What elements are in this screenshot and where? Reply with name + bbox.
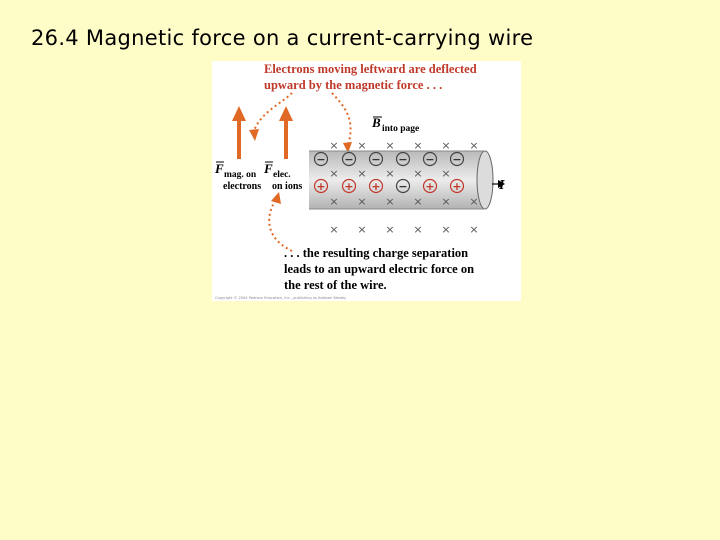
electrons: − − − − − − −	[313, 151, 465, 194]
electron-circle	[313, 151, 329, 167]
wire-end-cap	[476, 150, 494, 210]
field-x-marker: ×	[357, 167, 366, 180]
electron-sign: −	[425, 153, 434, 166]
field-x-marker: ×	[441, 195, 450, 208]
electron-sign: −	[398, 180, 407, 193]
ion-circle	[449, 178, 465, 194]
field-markers: × × × × × × × × × × × × × × × × × × × × × × ×	[329, 139, 478, 236]
f-elec-line2: on ions	[272, 181, 302, 192]
b-field-symbol: B	[371, 115, 381, 130]
f-elec-symbol: F	[263, 161, 273, 176]
field-x-marker: ×	[413, 167, 422, 180]
field-x-marker: ×	[385, 139, 394, 152]
electron-sign: −	[452, 153, 461, 166]
f-mag-arrowhead	[232, 106, 246, 121]
field-x-marker: ×	[413, 139, 422, 152]
ion-circle	[422, 178, 438, 194]
electron-circle	[449, 151, 465, 167]
field-x-marker: ×	[329, 223, 338, 236]
ion-circle	[341, 178, 357, 194]
ion-sign: +	[316, 180, 325, 193]
field-x-marker: ×	[413, 223, 422, 236]
f-mag-line2: electrons	[223, 181, 261, 192]
bottom-caption-line-2: leads to an upward electric force on	[284, 262, 474, 276]
bottom-caption-line-3: the rest of the wire.	[284, 278, 387, 292]
field-x-marker: ×	[357, 139, 366, 152]
field-x-marker: ×	[469, 195, 478, 208]
field-x-marker: ×	[329, 195, 338, 208]
field-x-marker: ×	[385, 195, 394, 208]
field-x-marker: ×	[385, 223, 394, 236]
caption-arrowhead-2	[343, 142, 352, 153]
bottom-caption-arrowhead	[271, 192, 281, 204]
bottom-caption-line-1: . . . the resulting charge separation	[284, 246, 468, 260]
field-x-marker: ×	[357, 223, 366, 236]
f-elec-subscript: elec.	[273, 170, 291, 180]
field-x-marker: ×	[385, 167, 394, 180]
wire-force-diagram: Electrons moving leftward are deflected …	[212, 61, 521, 301]
b-field-subscript: into page	[382, 124, 419, 134]
ion-sign: +	[425, 180, 434, 193]
ion-sign: +	[452, 180, 461, 193]
top-caption-line-1: Electrons moving leftward are deflected	[264, 62, 477, 76]
ion-circle	[368, 178, 384, 194]
ion-sign: +	[371, 180, 380, 193]
caption-arrowhead-1	[249, 129, 259, 141]
electron-circle	[341, 151, 357, 167]
field-x-marker: ×	[469, 223, 478, 236]
ions: + + + + +	[313, 178, 465, 194]
electron-sign: −	[316, 153, 325, 166]
field-x-marker: ×	[441, 139, 450, 152]
f-elec-arrowhead	[279, 106, 293, 121]
f-mag-symbol: F	[214, 161, 224, 176]
bottom-caption-arrow	[268, 198, 293, 252]
electron-circle	[395, 151, 411, 167]
electron-sign: −	[371, 153, 380, 166]
caption-arrow-1	[253, 92, 293, 132]
f-mag-arrow-shaft	[237, 119, 241, 159]
field-x-marker: ×	[469, 139, 478, 152]
electron-circle	[422, 151, 438, 167]
current-arrowhead	[498, 180, 505, 188]
field-x-marker: ×	[441, 167, 450, 180]
copyright-text: Copyright © 2004 Pearson Education, Inc.…	[215, 296, 347, 300]
caption-arrow-2	[331, 92, 352, 146]
electron-sign: −	[398, 153, 407, 166]
electron-circle	[368, 151, 384, 167]
slide-title: 26.4 Magnetic force on a current-carryin…	[31, 26, 534, 50]
field-x-marker: ×	[329, 167, 338, 180]
field-x-marker: ×	[329, 139, 338, 152]
field-x-marker: ×	[413, 195, 422, 208]
field-x-marker: ×	[357, 195, 366, 208]
f-mag-subscript: mag. on	[224, 170, 257, 180]
ion-sign: +	[344, 180, 353, 193]
diagram-svg: Electrons moving leftward are deflected …	[214, 62, 505, 300]
electron-circle	[395, 178, 411, 194]
f-elec-arrow-shaft	[284, 119, 288, 159]
top-caption-line-2: upward by the magnetic force . . .	[264, 78, 442, 92]
electron-sign: −	[344, 153, 353, 166]
ion-circle	[313, 178, 329, 194]
current-label: I	[498, 178, 505, 193]
field-x-marker: ×	[441, 223, 450, 236]
